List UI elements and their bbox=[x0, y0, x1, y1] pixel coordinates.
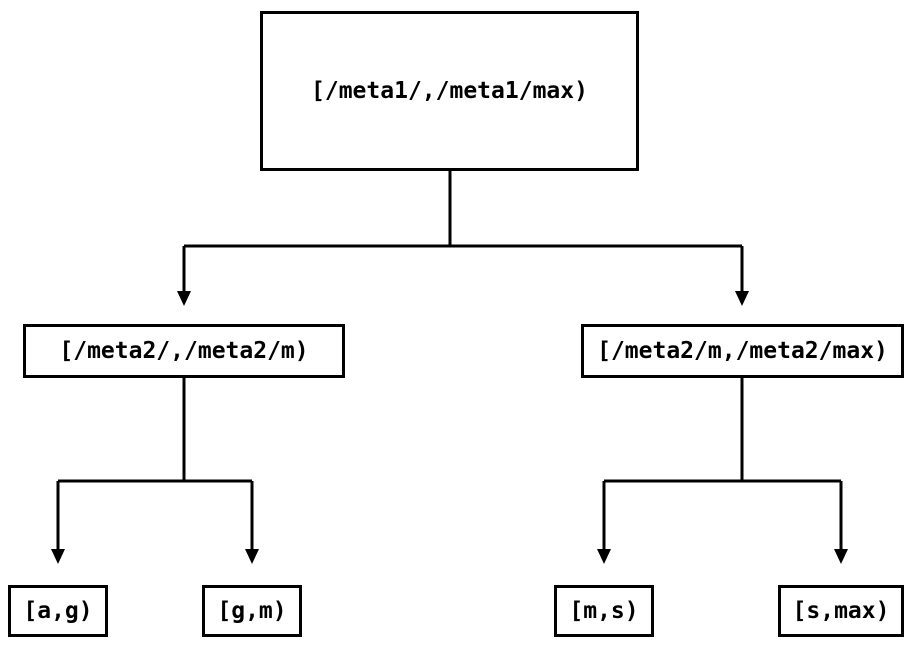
node-meta2-upper-label: [/meta2/m,/meta2/max) bbox=[597, 338, 888, 364]
arrowhead-icon bbox=[245, 549, 259, 564]
arrowhead-icon bbox=[51, 549, 65, 564]
node-leaf-a-g: [a,g) bbox=[8, 585, 108, 637]
node-leaf-m-s-label: [m,s) bbox=[569, 598, 639, 624]
node-leaf-s-max: [s,max) bbox=[778, 585, 904, 637]
arrowhead-icon bbox=[177, 291, 191, 306]
node-meta2-lower-label: [/meta2/,/meta2/m) bbox=[59, 338, 309, 364]
node-leaf-g-m-label: [g,m) bbox=[217, 598, 287, 624]
node-meta2-upper: [/meta2/m,/meta2/max) bbox=[581, 324, 904, 378]
node-root-label: [/meta1/,/meta1/max) bbox=[311, 78, 588, 104]
node-root: [/meta1/,/meta1/max) bbox=[260, 11, 639, 171]
arrowhead-icon bbox=[597, 549, 611, 564]
arrowhead-icon bbox=[735, 291, 749, 306]
arrowhead-icon bbox=[834, 549, 848, 564]
node-leaf-a-g-label: [a,g) bbox=[23, 598, 93, 624]
node-leaf-g-m: [g,m) bbox=[202, 585, 302, 637]
node-leaf-s-max-label: [s,max) bbox=[792, 598, 890, 624]
node-meta2-lower: [/meta2/,/meta2/m) bbox=[23, 324, 345, 378]
node-leaf-m-s: [m,s) bbox=[554, 585, 654, 637]
